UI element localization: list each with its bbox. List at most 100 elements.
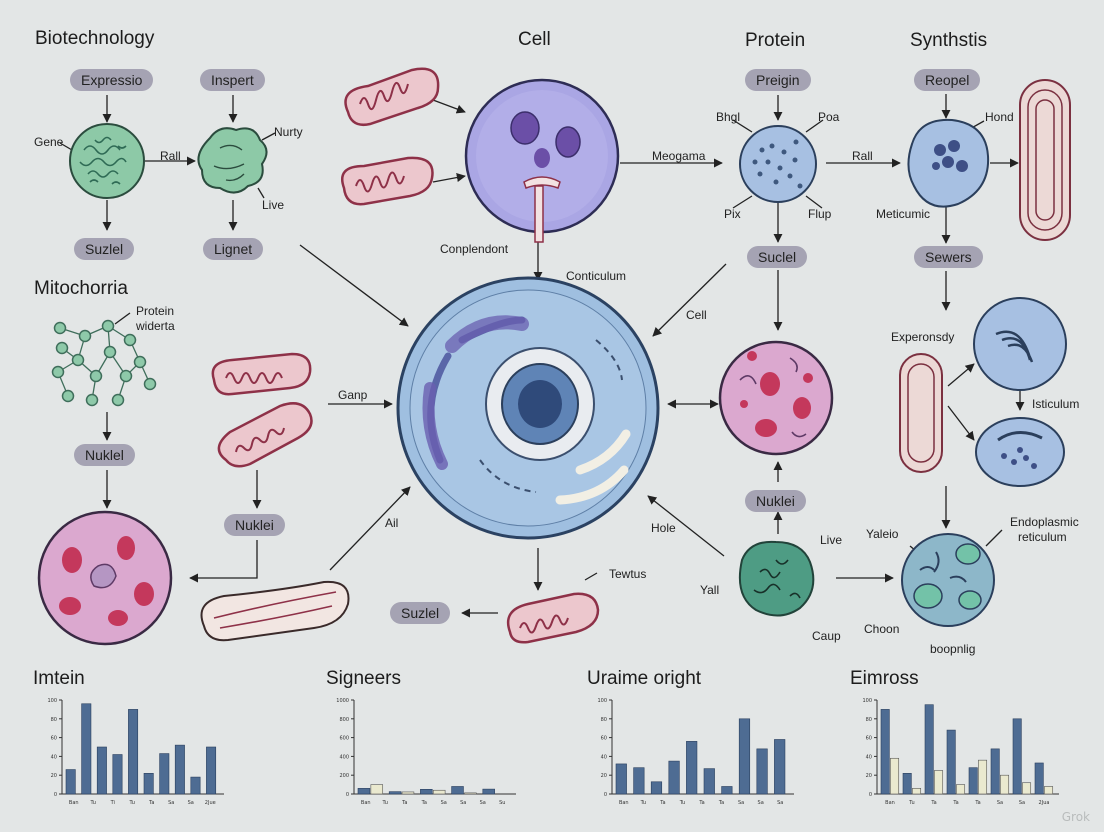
x-tick-label: Ban [885, 800, 895, 806]
x-tick-label: Sa [758, 800, 764, 806]
x-tick-label: 2Jua [1039, 800, 1050, 806]
x-tick-label: Ban [69, 800, 79, 806]
x-tick-label: Tu [90, 800, 96, 806]
mitochondrion-mid-1 [211, 352, 312, 396]
y-tick-label: 20 [866, 773, 872, 779]
x-tick-label: Ta [401, 800, 407, 806]
pill-inspert: Inspert [200, 69, 265, 91]
label-experonsdy: Experonsdy [891, 330, 955, 344]
central-cell [396, 276, 660, 540]
x-tick-label: Sa [777, 800, 783, 806]
bar [81, 703, 92, 795]
network-node [71, 353, 85, 367]
bar [1012, 718, 1022, 795]
label-protein-widerta-2: widerta [136, 319, 175, 333]
x-tick-label: Tu [129, 800, 135, 806]
arrow [189, 540, 258, 583]
bar [956, 784, 966, 795]
label-bhgl: Bhgl [716, 110, 741, 124]
x-tick-label: Sa [168, 800, 174, 806]
label-meogama: Meogama [652, 149, 706, 163]
y-tick-label: 40 [601, 754, 607, 760]
x-tick-label: Ta [930, 800, 936, 806]
x-tick-label: Ban [619, 800, 629, 806]
x-tick-label: Sa [1019, 800, 1025, 806]
y-tick-label: 400 [339, 754, 349, 760]
label-rall: Rall [160, 149, 181, 163]
bar [420, 789, 433, 795]
y-tick-label: 800 [339, 717, 349, 723]
x-tick-label: Ta [952, 800, 958, 806]
network-node [101, 319, 115, 333]
y-tick-label: 60 [866, 736, 872, 742]
label-caup: Caup [812, 629, 841, 643]
bar [464, 792, 477, 795]
network-node [123, 333, 137, 347]
bar [1044, 786, 1054, 795]
bar [978, 759, 988, 795]
bar [756, 748, 768, 795]
arrow [652, 263, 727, 337]
bar [206, 746, 217, 795]
y-tick-label: 0 [604, 792, 607, 798]
bar [880, 709, 890, 795]
bar [703, 768, 715, 795]
x-tick-label: Ta [718, 800, 724, 806]
y-tick-label: 600 [339, 736, 349, 742]
label-hole: Hole [651, 521, 676, 535]
bar [912, 788, 922, 795]
bar [1034, 762, 1044, 795]
label-choon: Choon [864, 622, 900, 636]
x-tick-label: Ta [698, 800, 704, 806]
pill-sewers: Sewers [914, 246, 983, 268]
label-nurty: Nurty [274, 125, 303, 139]
bar [388, 791, 402, 795]
bar [432, 789, 446, 795]
bar [902, 773, 912, 795]
label-gene: Gene [34, 135, 64, 149]
label-endoplasmic-1: Endoplasmic [1010, 515, 1079, 529]
bar [890, 757, 900, 795]
x-tick-label: Ban [361, 800, 371, 806]
bar [401, 791, 415, 795]
arrow [805, 119, 824, 133]
network-node [119, 369, 133, 383]
x-tick-label: Sa [460, 800, 466, 806]
section-title-synthesis: Synthstis [910, 30, 988, 51]
bar [946, 729, 956, 795]
bar [650, 781, 663, 795]
chart-title: Imtein [33, 668, 85, 689]
label-endoplasmic-2: reticulum [1018, 530, 1067, 544]
bar [143, 773, 154, 795]
label-ganp: Ganp [338, 388, 368, 402]
section-title-mitochondria: Mitochorria [34, 278, 128, 299]
bar [357, 788, 371, 795]
label-pix: Pix [724, 207, 741, 221]
y-tick-label: 40 [51, 754, 57, 760]
pill-lignet: Lignet [203, 238, 264, 260]
label-cell-small: Cell [686, 308, 707, 322]
synthesis-cell [907, 118, 990, 208]
mitochondrion-top-1 [344, 67, 440, 126]
bar [615, 763, 627, 795]
bar [482, 788, 495, 795]
er-cell-bottom [975, 417, 1065, 487]
bar [112, 754, 123, 795]
network-node [51, 365, 65, 379]
label-rall-right: Rall [852, 149, 873, 163]
arrow [329, 486, 411, 571]
chart-title: Eimross [850, 668, 919, 689]
label-boopnlig: boopnlig [930, 642, 976, 656]
label-poa: Poa [818, 110, 840, 124]
label-hond: Hond [985, 110, 1014, 124]
label-protein-widerta-1: Protein [136, 304, 175, 318]
bar [633, 767, 645, 795]
chart-axis [353, 700, 516, 795]
x-tick-label: Ta [421, 800, 427, 806]
label-ail: Ail [385, 516, 399, 530]
inspert-cell [197, 127, 268, 194]
y-tick-label: 200 [339, 773, 349, 779]
